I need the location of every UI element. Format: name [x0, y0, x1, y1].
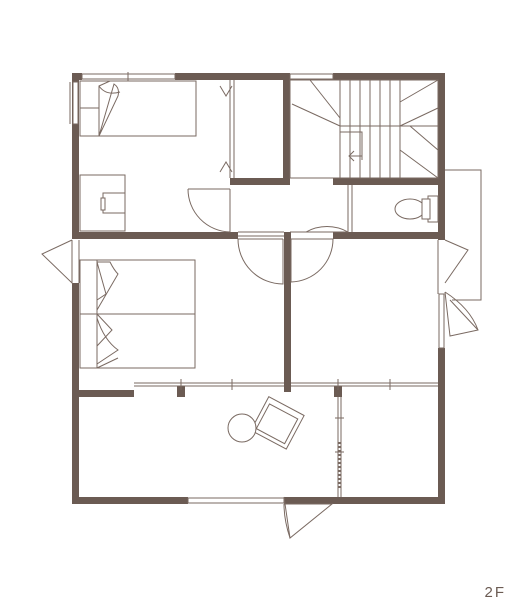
round-table [227, 413, 257, 443]
post-left [177, 386, 185, 397]
staircase [289, 79, 439, 179]
toilet [394, 195, 439, 223]
windows [69, 72, 445, 504]
doors [41, 169, 482, 539]
window-bottom [187, 497, 285, 504]
chair [102, 192, 126, 214]
outer-wall-right [438, 73, 445, 240]
bed-middle [79, 259, 196, 369]
window-right-lower [438, 293, 445, 349]
outer-wall-top-right [333, 73, 445, 80]
outer-wall-top-mid [175, 73, 290, 80]
floor-label: 2F [484, 584, 506, 601]
post-right [334, 386, 342, 397]
armchair [227, 396, 305, 450]
outer-wall-bottom-left [72, 497, 188, 504]
outer-wall-left-lower [72, 283, 79, 504]
outer-wall-top-left [72, 73, 82, 80]
stair-wall-horizontal [333, 178, 445, 185]
window-top-stairs [289, 73, 334, 80]
bedroom1-wall-bottom [72, 232, 238, 239]
walls [72, 73, 445, 504]
center-wall-vertical [284, 232, 291, 392]
corridor-wall-bottom [333, 232, 445, 239]
window-left-bedroom [72, 81, 79, 125]
outer-wall-right-lower [438, 348, 445, 504]
outer-wall-bottom-right [284, 497, 445, 504]
closet-wall-vertical [283, 73, 290, 185]
bed-top [79, 80, 197, 137]
outer-wall-left [72, 73, 79, 239]
bedroom2-wall-bottom [79, 390, 134, 397]
desk [79, 174, 126, 232]
closet-wall-horizontal [230, 178, 290, 185]
closet-top [219, 85, 233, 173]
partitions [134, 80, 438, 497]
